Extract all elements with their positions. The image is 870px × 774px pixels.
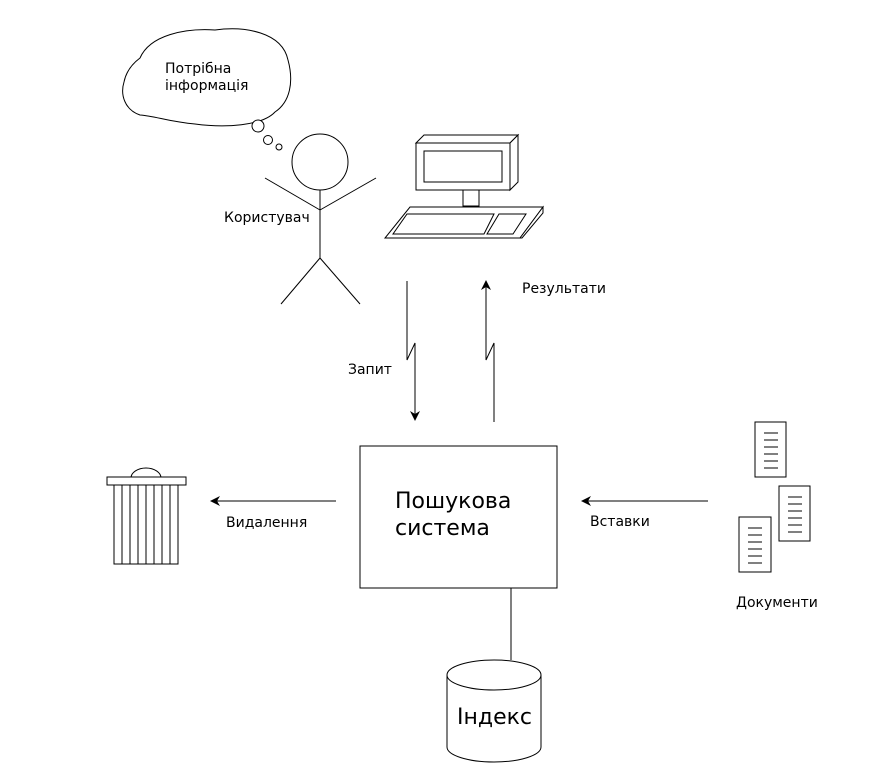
- thought-cloud: Потрібна інформація: [122, 28, 292, 151]
- search-system-line-1: Пошукова: [395, 489, 511, 514]
- index-label: Індекс: [457, 705, 532, 730]
- deletion-label: Видалення: [226, 515, 307, 531]
- search-system-box: Пошукова система: [359, 445, 558, 589]
- search-system-line-2: система: [395, 516, 490, 541]
- results-label: Результати: [522, 281, 606, 297]
- thought-line-1: Потрібна: [165, 61, 231, 77]
- documents-label: Документи: [736, 595, 818, 611]
- query-arrow: [406, 281, 420, 421]
- document-icon-3: [738, 516, 772, 573]
- document-icon-1: [754, 421, 787, 478]
- user-label: Користувач: [224, 210, 310, 226]
- index-database-icon: Індекс: [446, 659, 542, 763]
- thought-line-2: інформація: [165, 78, 248, 94]
- user-figure-icon: [264, 133, 377, 305]
- insertion-label: Вставки: [590, 514, 650, 530]
- query-label: Запит: [348, 362, 392, 378]
- computer-icon: [383, 133, 544, 239]
- document-icon-2: [778, 485, 811, 542]
- results-arrow: [481, 280, 495, 422]
- trash-can-icon: [106, 467, 187, 565]
